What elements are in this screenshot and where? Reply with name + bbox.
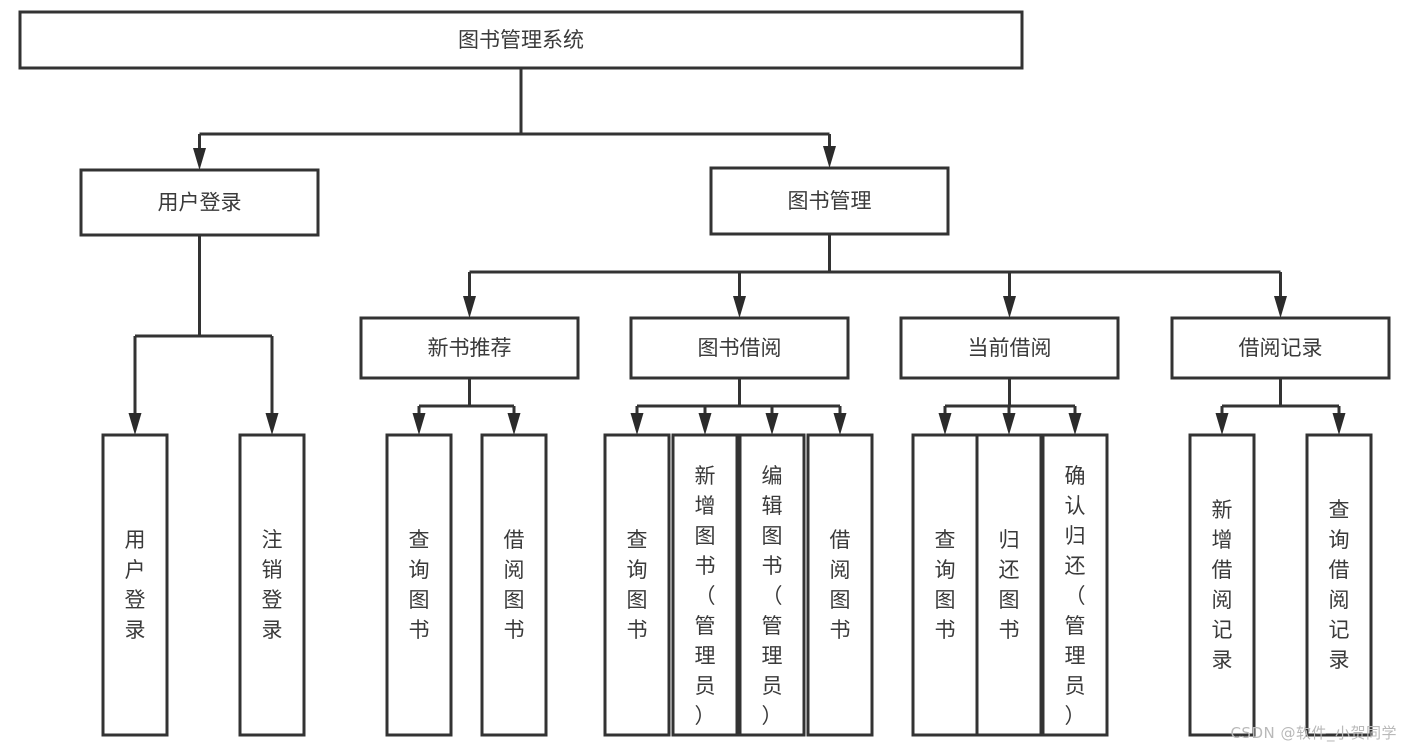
arrow-head <box>765 413 779 435</box>
node-leaf-add-book[interactable]: 新增图书（管理员） <box>671 433 739 737</box>
node-leaf-query-record[interactable]: 查询借阅记录 <box>1305 433 1373 737</box>
node-label-leaf-query-record: 查询借阅记录 <box>1329 498 1350 672</box>
arrow-head <box>833 413 847 435</box>
node-box-leaf-confirm-return[interactable] <box>1041 433 1109 737</box>
arrow-head <box>412 413 426 435</box>
node-label-book-manage: 图书管理 <box>788 189 872 213</box>
watermark: CSDN @软件_小贺同学 <box>1230 724 1397 742</box>
node-box-leaf-edit-book[interactable] <box>738 433 806 737</box>
node-box-leaf-borrow-book-2[interactable] <box>806 433 874 737</box>
node-label-leaf-query-book-3: 查询图书 <box>935 528 956 642</box>
node-box-leaf-return-book[interactable] <box>975 433 1043 737</box>
node-box-leaf-add-record[interactable] <box>1188 433 1256 737</box>
node-root[interactable]: 图书管理系统 <box>18 10 1024 70</box>
node-box-leaf-query-record[interactable] <box>1305 433 1373 737</box>
node-label-root: 图书管理系统 <box>458 28 584 52</box>
node-user-login[interactable]: 用户登录 <box>79 168 320 237</box>
node-leaf-borrow-book-1[interactable]: 借阅图书 <box>480 433 548 737</box>
node-book-manage[interactable]: 图书管理 <box>709 166 950 236</box>
connector-group-user-login <box>128 235 279 435</box>
arrow-head <box>1068 413 1082 435</box>
arrow-head <box>733 296 746 318</box>
node-new-book-rec[interactable]: 新书推荐 <box>359 316 580 380</box>
arrow-head <box>1332 413 1346 435</box>
node-leaf-query-book-2[interactable]: 查询图书 <box>603 433 671 737</box>
node-box-leaf-user-login[interactable] <box>101 433 169 737</box>
node-label-leaf-logout: 注销登录 <box>262 528 283 642</box>
connector-group-book-manage <box>463 234 1287 318</box>
connector-group-borrow-record <box>1215 378 1346 435</box>
node-box-root[interactable] <box>18 10 1024 70</box>
node-leaf-confirm-return[interactable]: 确认归还（管理员） <box>1041 433 1109 737</box>
node-box-borrow-record[interactable] <box>1170 316 1391 380</box>
node-leaf-query-book-1[interactable]: 查询图书 <box>385 433 453 737</box>
node-leaf-user-login[interactable]: 用户登录 <box>101 433 169 737</box>
arrow-head <box>193 148 206 170</box>
node-label-current-borrow: 当前借阅 <box>968 336 1052 360</box>
node-box-leaf-borrow-book-1[interactable] <box>480 433 548 737</box>
nodes-layer: 图书管理系统用户登录图书管理新书推荐图书借阅当前借阅借阅记录用户登录注销登录查询… <box>18 10 1391 737</box>
node-box-leaf-query-book-3[interactable] <box>911 433 979 737</box>
node-box-book-manage[interactable] <box>709 166 950 236</box>
node-label-leaf-user-login: 用户登录 <box>125 528 146 642</box>
node-leaf-return-book[interactable]: 归还图书 <box>975 433 1043 737</box>
arrow-head <box>938 413 952 435</box>
node-book-borrow[interactable]: 图书借阅 <box>629 316 850 380</box>
connector-group-root <box>193 68 836 170</box>
arrow-head <box>128 413 142 435</box>
node-box-book-borrow[interactable] <box>629 316 850 380</box>
node-label-leaf-return-book: 归还图书 <box>999 528 1020 642</box>
node-label-leaf-borrow-book-1: 借阅图书 <box>504 528 525 642</box>
arrow-head <box>823 146 836 168</box>
node-label-leaf-confirm-return: 确认归还（管理员） <box>1065 464 1086 728</box>
arrow-head <box>507 413 521 435</box>
arrow-head <box>1274 296 1287 318</box>
node-label-borrow-record: 借阅记录 <box>1239 336 1323 360</box>
connector-group-current-borrow <box>938 378 1082 435</box>
node-leaf-borrow-book-2[interactable]: 借阅图书 <box>806 433 874 737</box>
node-label-user-login: 用户登录 <box>158 191 242 215</box>
node-box-current-borrow[interactable] <box>899 316 1120 380</box>
node-label-leaf-query-book-1: 查询图书 <box>409 528 430 642</box>
arrow-head <box>463 296 476 318</box>
node-leaf-add-record[interactable]: 新增借阅记录 <box>1188 433 1256 737</box>
arrow-head <box>1002 413 1016 435</box>
node-borrow-record[interactable]: 借阅记录 <box>1170 316 1391 380</box>
node-box-leaf-logout[interactable] <box>238 433 306 737</box>
node-label-leaf-edit-book: 编辑图书（管理员） <box>762 464 783 728</box>
node-current-borrow[interactable]: 当前借阅 <box>899 316 1120 380</box>
node-label-new-book-rec: 新书推荐 <box>428 336 512 360</box>
connectors-layer <box>128 68 1346 435</box>
node-label-leaf-query-book-2: 查询图书 <box>627 528 648 642</box>
arrow-head <box>265 413 279 435</box>
arrow-head <box>698 413 712 435</box>
connector-group-new-book-rec <box>412 378 521 435</box>
arrow-head <box>1003 296 1016 318</box>
node-leaf-logout[interactable]: 注销登录 <box>238 433 306 737</box>
node-label-leaf-borrow-book-2: 借阅图书 <box>830 528 851 642</box>
arrow-head <box>1215 413 1229 435</box>
node-label-book-borrow: 图书借阅 <box>698 336 782 360</box>
node-leaf-edit-book[interactable]: 编辑图书（管理员） <box>738 433 806 737</box>
connector-group-book-borrow <box>630 378 847 435</box>
node-box-new-book-rec[interactable] <box>359 316 580 380</box>
node-label-leaf-add-book: 新增图书（管理员） <box>695 464 716 728</box>
node-box-leaf-add-book[interactable] <box>671 433 739 737</box>
node-box-user-login[interactable] <box>79 168 320 237</box>
node-box-leaf-query-book-2[interactable] <box>603 433 671 737</box>
node-box-leaf-query-book-1[interactable] <box>385 433 453 737</box>
node-label-leaf-add-record: 新增借阅记录 <box>1212 498 1233 672</box>
arrow-head <box>630 413 644 435</box>
node-leaf-query-book-3[interactable]: 查询图书 <box>911 433 979 737</box>
